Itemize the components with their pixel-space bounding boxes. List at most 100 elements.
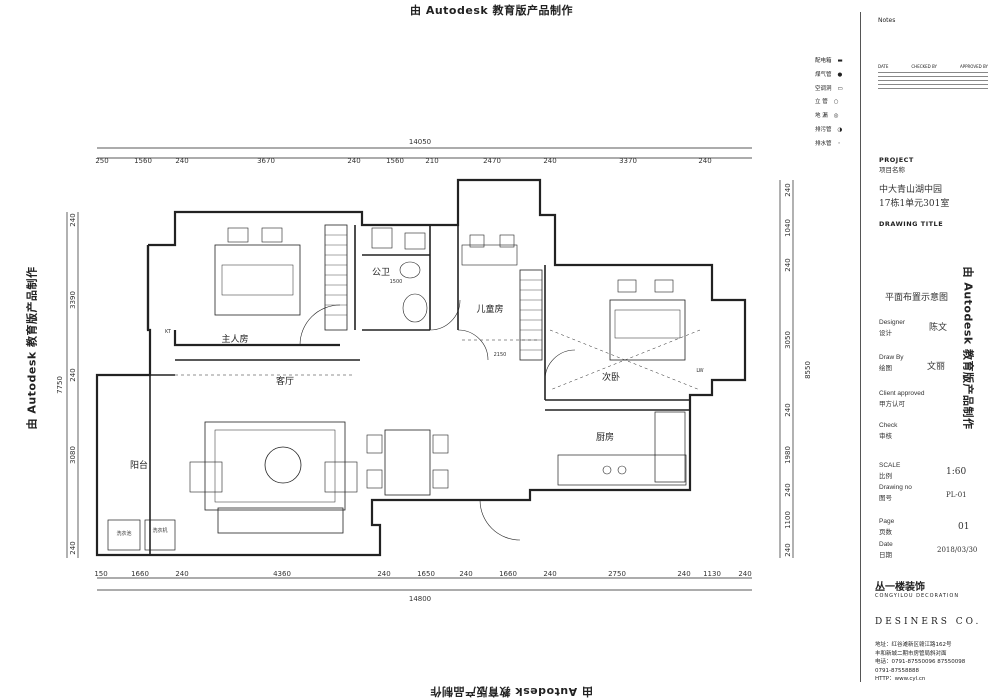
dim-bottom: 1650 [417, 570, 435, 578]
dim-bottom: 240 [175, 570, 188, 578]
dim-top: 240 [698, 157, 711, 165]
project-name-line2: 17栋1单元301室 [879, 199, 950, 209]
date-value: 2018/03/30 [937, 546, 978, 554]
dim-bottom: 2750 [608, 570, 626, 578]
notes-approved-header: APPROVED BY [959, 64, 988, 69]
room-balcony-label: 阳台 [130, 459, 148, 471]
watermark-top: 由 Autodesk 教育版产品制作 [410, 4, 574, 17]
room-kitchen-label: 厨房 [596, 431, 614, 443]
dim-bottom: 240 [377, 570, 390, 578]
date-label: Date [879, 541, 893, 548]
dim-top: 3370 [619, 157, 637, 165]
dim-left-total: 7750 [56, 376, 64, 394]
dim-bottom: 240 [738, 570, 751, 578]
kids-dim-label: 2150 [494, 352, 507, 358]
legend-item: 煤气管● [815, 69, 843, 83]
room-kids-label: 儿童房 [476, 303, 503, 315]
company-logo: 丛一楼装饰 [875, 582, 925, 593]
scale-value: 1:60 [946, 467, 967, 477]
bath-dim-label: 1500 [390, 279, 403, 285]
dim-right: 240 [784, 258, 792, 271]
dim-left: 240 [69, 213, 77, 226]
dim-right: 240 [784, 403, 792, 416]
company-address-2: 丰和新城二期市房管局斜对面 [875, 650, 947, 657]
dim-left: 3080 [69, 446, 77, 464]
drawby-label: Draw By [879, 354, 904, 361]
project-cn-label: 项目名称 [879, 167, 905, 174]
client-label: Client approved [879, 390, 925, 397]
dim-right: 1100 [784, 511, 792, 529]
dim-bottom: 150 [94, 570, 107, 578]
notes-title: Notes [878, 17, 896, 24]
dim-left: 240 [69, 541, 77, 554]
dim-right: 1980 [784, 446, 792, 464]
room-second-label: 次卧 [602, 371, 620, 383]
dim-right: 240 [784, 543, 792, 556]
kt-label: KT [165, 329, 172, 335]
dim-right: 240 [784, 183, 792, 196]
drawby-cn-label: 绘图 [879, 365, 892, 372]
room-bath-label: 公卫 [372, 267, 390, 278]
wash-basin-label: 洗衣池 [116, 530, 131, 537]
dim-top: 1560 [386, 157, 404, 165]
drawing-title-label: DRAWING TITLE [879, 220, 944, 228]
dim-top: 240 [347, 157, 360, 165]
company-designers: DESINERS CO. [875, 617, 982, 627]
title-block: PROJECT 项目名称 中大青山湖中园 17栋1单元301室 DRAWING … [860, 12, 991, 682]
dim-right: 1040 [784, 219, 792, 237]
company-logo-en: CONGYILOU DECORATION [875, 593, 960, 599]
drawno-value: PL-01 [946, 491, 967, 499]
legend-item: 排水管◦ [815, 138, 843, 152]
dim-top: 1560 [134, 157, 152, 165]
dim-right-total: 8550 [804, 361, 812, 379]
scale-cn-label: 比例 [879, 473, 892, 480]
dim-top-total: 14050 [409, 138, 431, 146]
ac-hole-icon: ▭ [837, 85, 843, 92]
date-cn-label: 日期 [879, 552, 892, 559]
riser-icon: ○ [833, 99, 839, 106]
dim-top: 2470 [483, 157, 501, 165]
dim-top: 240 [543, 157, 556, 165]
notes-checked-header: CHECKED BY [911, 64, 937, 69]
legend-item: 空调洞▭ [815, 83, 843, 97]
dim-bottom: 240 [677, 570, 690, 578]
legend-item: 排污管◑ [815, 124, 843, 138]
dim-bottom: 4360 [273, 570, 291, 578]
company-block: 丛一楼装饰 CONGYILOU DECORATION DESINERS CO. … [875, 578, 985, 684]
check-cn-label: 审核 [879, 433, 892, 440]
floor-drain-icon: ◎ [833, 113, 839, 120]
project-name-line1: 中大青山湖中园 [879, 185, 943, 195]
notes-block: Notes DATE CHECKED BY APPROVED BY [878, 17, 988, 92]
legend-item: 配电箱▬ [815, 55, 843, 69]
company-tel-1: 电话：0791-87550096 87550098 [875, 659, 966, 665]
symbol-legend: 配电箱▬ 煤气管● 空调洞▭ 立 管○ 地 漏◎ 排污管◑ 排水管◦ [815, 55, 843, 152]
client-cn-label: 甲方认可 [879, 401, 905, 408]
dim-bottom: 240 [543, 570, 556, 578]
drain-icon: ◦ [837, 140, 841, 147]
washer-label: 洗衣机 [152, 527, 167, 534]
dim-bottom: 1660 [131, 570, 149, 578]
dim-top: 210 [425, 157, 438, 165]
scale-label: SCALE [879, 462, 901, 469]
dim-bottom: 1130 [703, 570, 721, 578]
designer-label: Designer [879, 319, 906, 326]
dim-top: 3670 [257, 157, 275, 165]
sewage-icon: ◑ [837, 126, 843, 133]
notes-date-header: DATE [878, 64, 889, 69]
page-label: Page [879, 518, 895, 525]
dim-top: 250 [95, 157, 108, 165]
page-value: 01 [958, 522, 970, 532]
dim-bottom-total: 14800 [409, 595, 431, 603]
company-http: HTTP：www.cyl.cn [875, 676, 926, 682]
gas-pipe-icon: ● [837, 71, 843, 78]
drawno-label: Drawing no [879, 484, 912, 491]
floor-plan: 14050 250 1560 240 3670 240 1560 210 247… [56, 138, 812, 603]
room-living-label: 客厅 [276, 375, 294, 387]
lw-label: LW [696, 368, 703, 374]
dim-bottom: 240 [459, 570, 472, 578]
drawby-value: 文丽 [927, 362, 946, 372]
dim-bottom: 1660 [499, 570, 517, 578]
dim-right: 240 [784, 483, 792, 496]
project-label: PROJECT [879, 156, 914, 164]
dim-left: 240 [69, 368, 77, 381]
